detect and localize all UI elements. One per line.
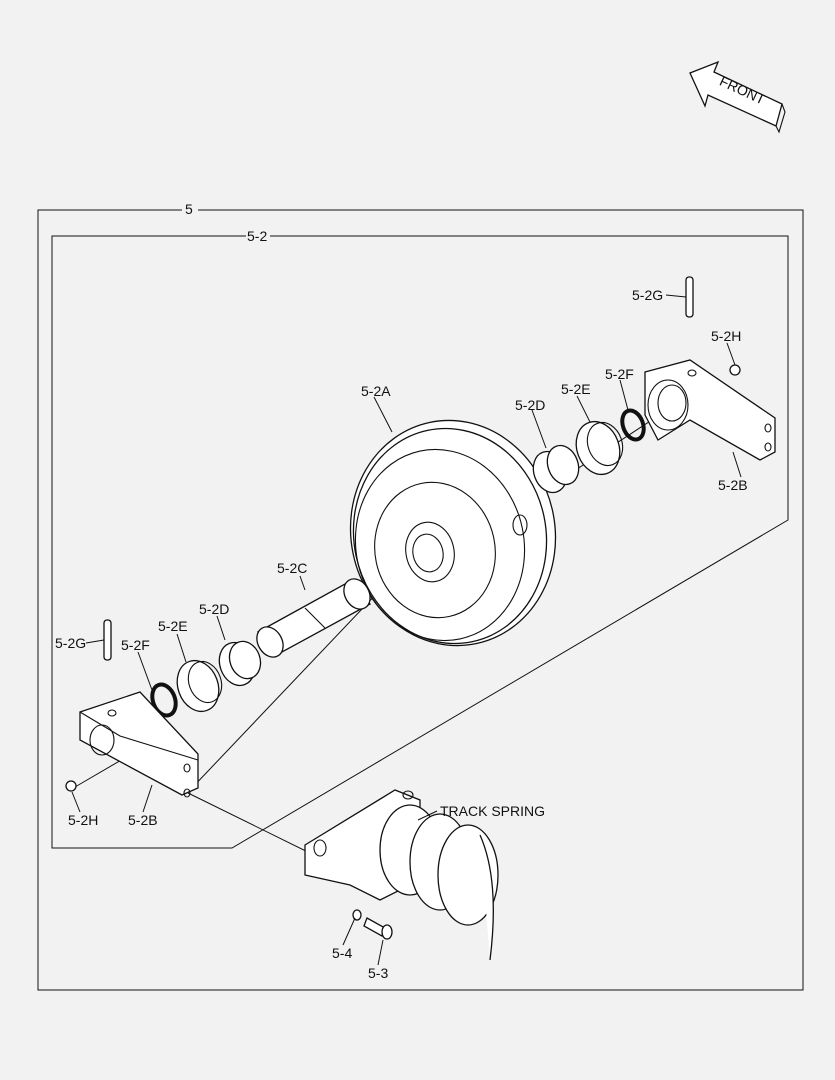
idler-wheel	[349, 419, 557, 647]
callout-washer: 5-4	[332, 945, 352, 961]
callout-seal-left: 5-2E	[158, 618, 188, 634]
callout-oring-right: 5-2F	[605, 366, 634, 382]
callout-bushing-right: 5-2D	[515, 397, 545, 413]
bracket-left	[79, 691, 199, 798]
callout-bushing-left: 5-2D	[199, 601, 229, 617]
callout-oring-left: 5-2F	[121, 637, 150, 653]
group-5-frame	[37, 209, 804, 991]
front-arrow-icon: FRONT	[689, 60, 786, 134]
callout-plug-right: 5-2H	[711, 328, 741, 344]
plug-left	[65, 780, 77, 792]
oring-right	[620, 408, 646, 442]
group-5-label: 5	[185, 201, 193, 217]
group-5-2-frame	[51, 235, 789, 849]
group-5-2-label: 5-2	[247, 228, 267, 244]
washer	[352, 909, 362, 921]
callout-shaft: 5-2C	[277, 560, 307, 576]
seal-left	[176, 659, 223, 713]
pin-right	[685, 276, 694, 318]
bolt	[363, 917, 393, 940]
callout-pin-right: 5-2G	[632, 287, 663, 303]
callout-plug-left: 5-2H	[68, 812, 98, 828]
leader-lines	[71, 294, 742, 966]
oring-left	[150, 682, 178, 718]
callout-bolt: 5-3	[368, 965, 388, 981]
track-spring	[304, 789, 499, 961]
shaft	[256, 578, 372, 658]
pin-left	[103, 619, 112, 661]
seal-right	[575, 420, 624, 476]
bushing-right	[532, 444, 580, 494]
callout-bracket-left: 5-2B	[128, 812, 158, 828]
callout-bracket-right: 5-2B	[718, 477, 748, 493]
callout-pin-left: 5-2G	[55, 635, 86, 651]
callout-seal-right: 5-2E	[561, 381, 591, 397]
callout-idler: 5-2A	[361, 383, 391, 399]
bracket-right	[644, 359, 776, 461]
track-spring-label: TRACK SPRING	[440, 803, 545, 819]
bolt-leader	[187, 792, 321, 859]
bushing-left	[218, 640, 262, 687]
plug-right	[729, 364, 741, 376]
